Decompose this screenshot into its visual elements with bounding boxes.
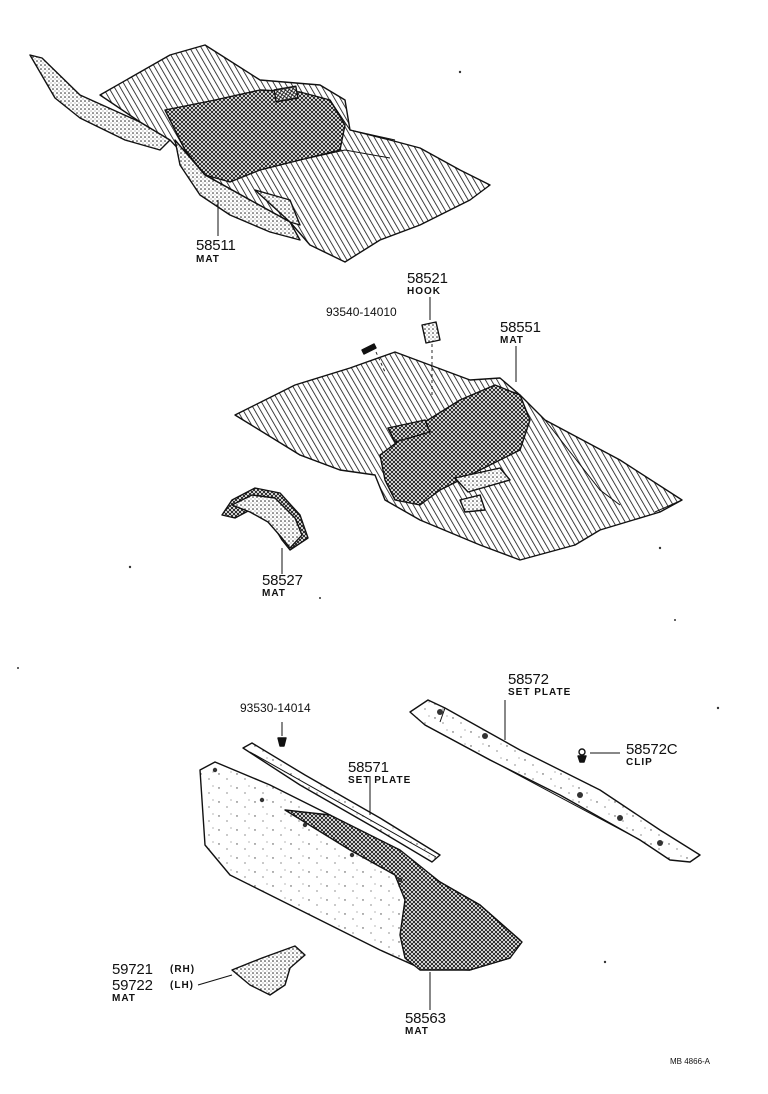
drawing-code: MB 4866-A — [670, 1057, 711, 1066]
plate-58571-number: 58571 — [348, 759, 389, 776]
mat-59722-number: 59722 — [112, 977, 153, 994]
screw-93530-drawing — [277, 722, 287, 747]
hook-58521-name: HOOK — [407, 286, 441, 297]
mat-58551-number: 58551 — [500, 319, 541, 336]
mat-58563-name: MAT — [405, 1026, 429, 1037]
mat-5972x-drawing — [197, 945, 306, 996]
mat-58527-drawing — [221, 487, 309, 574]
hook-58521-number: 58521 — [407, 270, 448, 287]
mat-58527-number: 58527 — [262, 572, 303, 589]
plate-58572-drawing — [409, 699, 701, 863]
plate-58572-name: SET PLATE — [508, 687, 572, 698]
mat-58551-drawing — [234, 346, 683, 561]
mat-58527-name: MAT — [262, 588, 286, 599]
clip-58572c-name: CLIP — [626, 757, 653, 768]
screw-93540-number: 93540-14010 — [326, 305, 397, 319]
plate-58571-drawing — [242, 742, 441, 863]
clip-58572c-number: 58572C — [626, 741, 678, 758]
mat-59722-side: (LH) — [170, 980, 194, 991]
mat-59721-side: (RH) — [170, 964, 196, 975]
mat-5972x-name: MAT — [112, 993, 136, 1004]
clip-58572c-drawing — [577, 748, 620, 763]
hook-58521-drawing — [421, 297, 441, 395]
mat-58511-drawing — [29, 44, 491, 263]
mat-58511-number: 58511 — [196, 237, 236, 254]
plate-58572-number: 58572 — [508, 671, 549, 688]
print-specks — [17, 70, 720, 964]
mat-58551-name: MAT — [500, 335, 524, 346]
mat-59721-number: 59721 — [112, 961, 153, 978]
screw-93540-drawing — [361, 343, 386, 373]
plate-58571-name: SET PLATE — [348, 775, 412, 786]
screw-93530-number: 93530-14014 — [240, 701, 311, 715]
mat-58563-number: 58563 — [405, 1010, 446, 1027]
mat-58511-name: MAT — [196, 254, 220, 265]
mat-58563-drawing — [199, 761, 523, 1010]
